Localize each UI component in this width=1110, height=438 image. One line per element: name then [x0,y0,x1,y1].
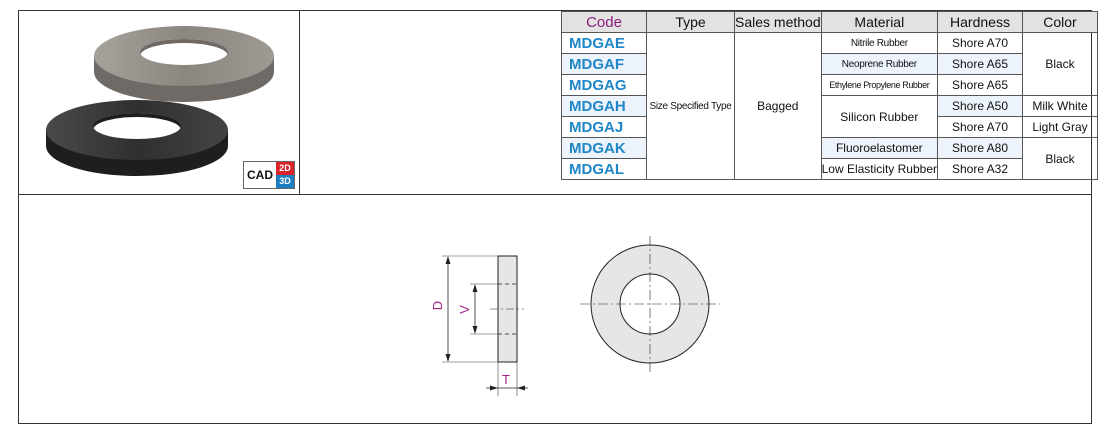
color-cell: Light Gray [1022,116,1098,138]
product-photo [46,26,274,176]
table-row: MDGAF Neoprene Rubber Shore A65 [561,53,1098,75]
color-cell: Black [1022,32,1098,96]
dimension-d-label: D [430,300,446,311]
hardness-cell: Shore A65 [937,74,1023,96]
type-cell: Size Specified Type [646,32,735,180]
hardness-cell: Shore A70 [937,116,1023,138]
table-row: MDGAE Size Specified Type Bagged Nitrile… [561,32,1098,180]
black-washer-image [46,100,228,176]
table-row: MDGAH Silicon Rubber Shore A50 Milk Whit… [561,95,1098,138]
side-view [442,255,528,396]
header-color: Color [1022,11,1098,33]
hardness-cell: Shore A65 [937,53,1023,75]
cad-label: CAD [247,168,273,182]
technical-drawing [442,236,720,396]
hardness-cell: Shore A32 [937,158,1023,180]
header-code: Code [561,11,647,33]
sales-method-cell: Bagged [734,32,822,180]
material-cell: Low Elasticity Rubber [820,158,939,180]
material-cell: Fluoroelastomer [820,137,939,159]
code-cell[interactable]: MDGAJ [561,116,647,138]
hardness-cell: Shore A70 [937,32,1023,54]
material-cell: Silicon Rubber [820,95,939,138]
table-row: MDGAG Ethylene Propylene Rubber Shore A6… [561,74,1098,96]
spec-table: Code Type Sales method Material Hardness… [561,11,1098,180]
section-divider [18,194,1092,195]
dimension-v-label: V [456,305,472,314]
hardness-cell: Shore A50 [937,95,1023,117]
cad-2d-label[interactable]: 2D [276,162,294,175]
color-cell: Milk White [1022,95,1098,117]
cad-badge[interactable]: CAD 2D 3D [243,161,295,189]
table-row: MDGAJ Shore A70 Light Gray [561,116,1098,138]
dimension-t-label: T [502,372,510,387]
cad-3d-label[interactable]: 3D [276,175,294,188]
gray-washer-image [94,26,274,102]
color-cell: Black [1022,137,1098,180]
code-cell[interactable]: MDGAE [561,32,647,54]
hardness-cell: Shore A80 [937,137,1023,159]
header-type: Type [646,11,735,33]
code-cell[interactable]: MDGAF [561,53,647,75]
code-cell[interactable]: MDGAK [561,137,647,159]
table-row: MDGAK Fluoroelastomer Shore A80 Black [561,137,1098,180]
table-row: MDGAL Low Elasticity Rubber Shore A32 [561,158,1098,180]
front-view [580,236,720,372]
page-frame [18,10,1092,424]
header-hardness: Hardness [937,11,1023,33]
code-cell[interactable]: MDGAL [561,158,647,180]
code-cell[interactable]: MDGAH [561,95,647,117]
header-sales-method: Sales method [734,11,822,33]
header-material: Material [820,11,939,33]
spec-header-row: Code Type Sales method Material Hardness… [561,11,1098,33]
material-cell: Nitrile Rubber [820,32,939,54]
material-cell: Ethylene Propylene Rubber [820,74,939,96]
cad-dimensions: 2D 3D [276,162,294,188]
material-cell: Neoprene Rubber [820,53,939,75]
code-cell[interactable]: MDGAG [561,74,647,96]
